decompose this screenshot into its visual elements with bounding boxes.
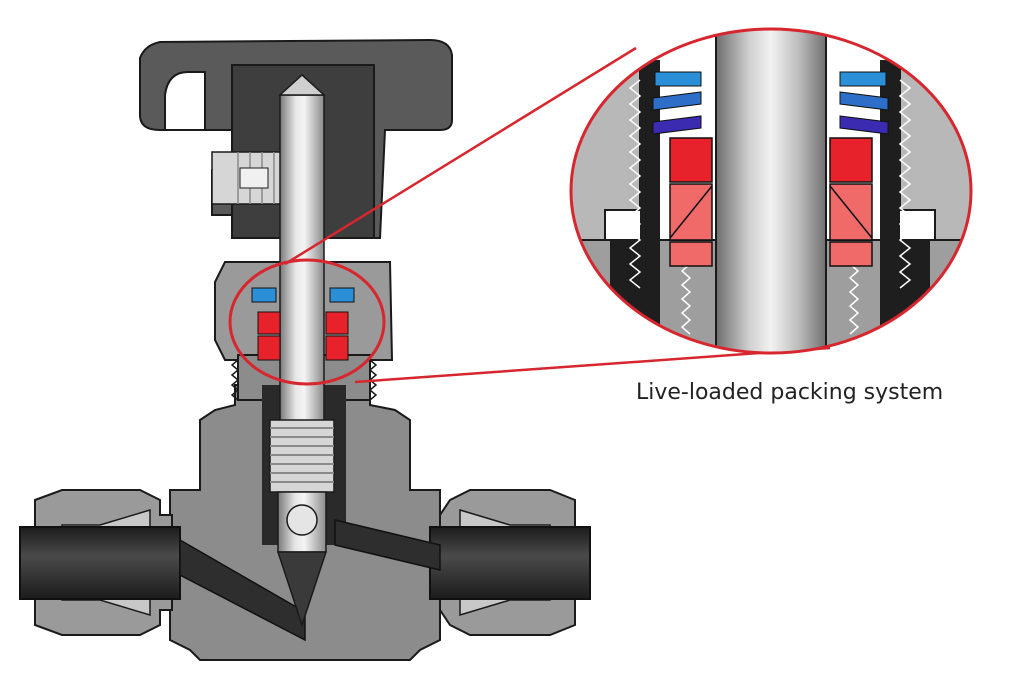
- right-fitting: [334, 489, 591, 636]
- zoom-stem: [715, 29, 827, 353]
- right-flow-passage: [334, 519, 441, 571]
- left-fitting: [19, 489, 306, 642]
- left-flow-passage: [179, 538, 306, 642]
- callout-zoom-ellipse: [569, 27, 973, 355]
- callout: [228, 46, 831, 386]
- callout-line-top: [284, 46, 637, 266]
- needle-tip: [276, 551, 328, 628]
- callout-small-ellipse: [228, 258, 386, 386]
- stem: [269, 73, 335, 628]
- caption-live-loaded-packing: Live-loaded packing system: [636, 380, 944, 405]
- zoom-detail: [569, 27, 973, 355]
- right-tube: [429, 526, 591, 600]
- bonnet-thread-left: [230, 359, 240, 401]
- left-tube: [19, 526, 181, 600]
- small-packing: [251, 287, 355, 361]
- stem-ball: [286, 504, 318, 536]
- handle-cutout: [164, 71, 206, 131]
